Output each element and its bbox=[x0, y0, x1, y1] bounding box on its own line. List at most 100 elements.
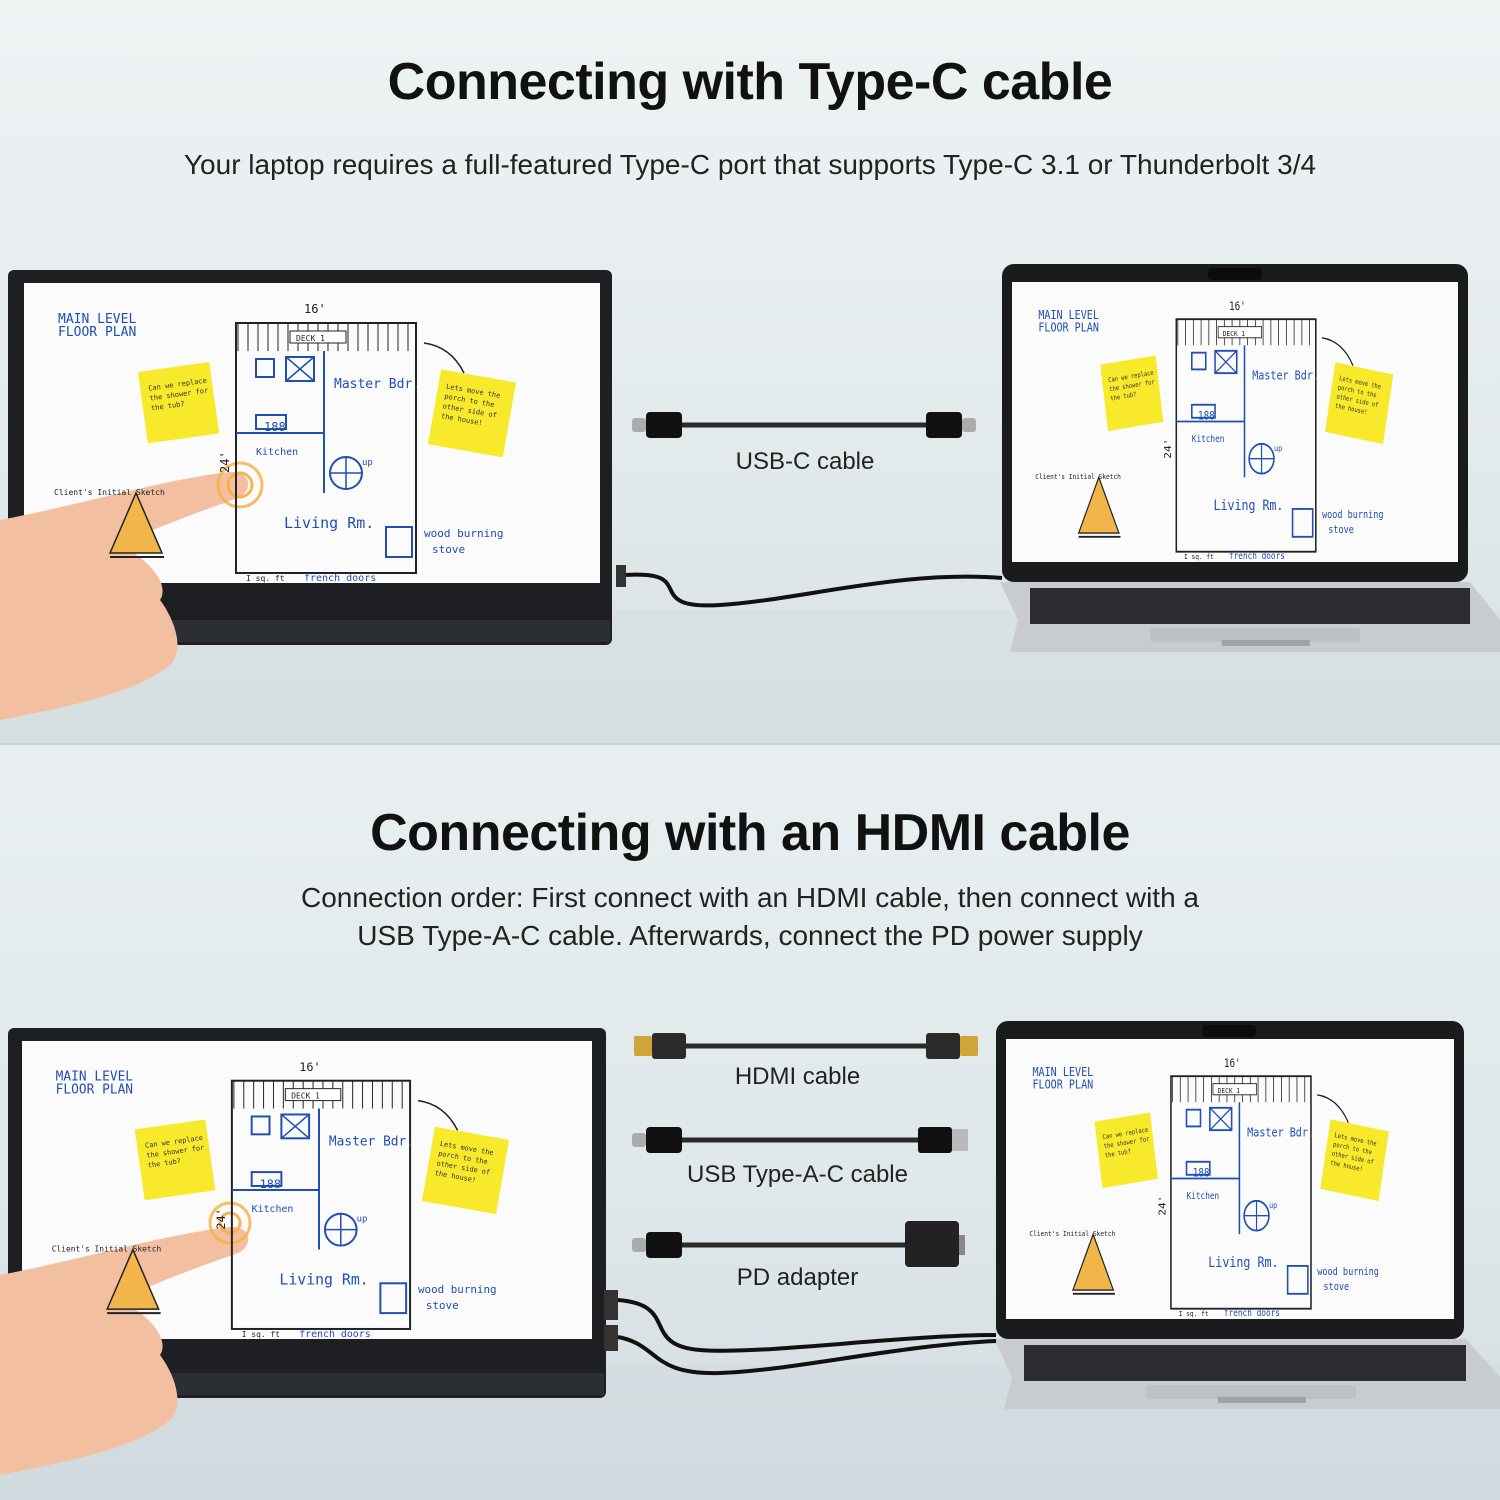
hdmi-cable-label: HDMI cable bbox=[734, 1063, 861, 1090]
a-frame-sketch bbox=[1077, 475, 1121, 538]
hdmi-subtitle-line1: Connection order: First connect with an … bbox=[301, 882, 1199, 913]
plan-kitchen-label: Kitchen bbox=[1186, 1191, 1219, 1202]
plan-room-number: 188 bbox=[264, 420, 286, 434]
sticky-note-1-line: the tub? bbox=[1110, 391, 1137, 403]
plan-area-label: I sq. ft bbox=[246, 574, 285, 583]
plan-doors-label: french doors bbox=[304, 573, 376, 584]
plan-up-label: up bbox=[357, 1215, 368, 1225]
plan-height-label: 24' bbox=[218, 451, 232, 473]
plan-kitchen-label: Kitchen bbox=[1192, 434, 1225, 445]
plan-doors-label: french doors bbox=[1224, 1309, 1280, 1320]
plan-living-label: Living Rm. bbox=[284, 514, 374, 532]
plan-heading-2: FLOOR PLAN bbox=[1038, 320, 1099, 334]
plan-stove-label-2: stove bbox=[1328, 524, 1354, 536]
hdmi-subtitle-line2: USB Type-A-C cable. Afterwards, connect … bbox=[357, 920, 1143, 951]
plan-room-number: 188 bbox=[1193, 1167, 1210, 1180]
sticky-note-1-line: the tub? bbox=[1104, 1148, 1131, 1160]
a-frame-sketch bbox=[1072, 1232, 1115, 1295]
plan-doors-label: french doors bbox=[299, 1329, 370, 1340]
plan-stove-label-1: wood burning bbox=[1317, 1267, 1379, 1279]
plan-living-label: Living Rm. bbox=[1214, 498, 1284, 514]
plan-sketch-label: Client's Initial Sketch bbox=[52, 1245, 162, 1254]
a-frame-sketch bbox=[106, 1247, 161, 1315]
hand-illustration bbox=[0, 461, 264, 720]
hand-illustration-2 bbox=[0, 1201, 252, 1475]
plan-sketch-label: Client's Initial Sketch bbox=[1029, 1230, 1115, 1239]
plan-height-label: 24' bbox=[1163, 439, 1174, 459]
plan-outline bbox=[235, 322, 417, 574]
plan-width-label: 16' bbox=[299, 1060, 320, 1074]
plan-outline bbox=[1170, 1075, 1312, 1310]
laptop-2 bbox=[994, 1021, 1500, 1409]
a-frame-sketch bbox=[108, 491, 164, 558]
plan-sketch-label: Client's Initial Sketch bbox=[1035, 473, 1121, 482]
plan-living-label: Living Rm. bbox=[1208, 1255, 1278, 1271]
plan-sketch-label: Client's Initial Sketch bbox=[54, 488, 165, 497]
section-divider bbox=[0, 743, 1500, 746]
type-c-section: Connecting with Type-C cable Your laptop… bbox=[0, 0, 1500, 745]
plan-width-label: 16' bbox=[1224, 1057, 1241, 1070]
plan-master-label: Master Bdr. bbox=[1247, 1126, 1314, 1140]
plan-master-label: Master Bdr. bbox=[329, 1134, 414, 1149]
plan-outline bbox=[1175, 318, 1317, 553]
plan-heading-1: MAIN LEVEL bbox=[1032, 1065, 1093, 1079]
hdmi-section: Connecting with an HDMI cable Connection… bbox=[0, 745, 1500, 1500]
plan-kitchen-label: Kitchen bbox=[256, 447, 298, 458]
plan-up-label: up bbox=[362, 458, 373, 468]
type-c-subtitle: Your laptop requires a full-featured Typ… bbox=[183, 149, 1317, 180]
plan-width-label: 16' bbox=[1229, 300, 1246, 313]
plan-living-label: Living Rm. bbox=[279, 1270, 368, 1288]
sketch-arrow bbox=[1321, 337, 1354, 367]
plan-heading-2: FLOOR PLAN bbox=[58, 325, 136, 340]
plan-stove-label-2: stove bbox=[426, 1299, 459, 1312]
plan-deck-label: DECK 1 bbox=[1218, 1086, 1240, 1095]
usb-c-cable-label: USB-C cable bbox=[735, 448, 875, 475]
plan-width-label: 16' bbox=[304, 302, 326, 316]
plan-deck-label: DECK 1 bbox=[291, 1092, 320, 1101]
hdmi-cable-icon bbox=[634, 1033, 978, 1059]
plan-stove-label-1: wood burning bbox=[418, 1283, 497, 1296]
plan-area-label: I sq. ft bbox=[1179, 1310, 1209, 1319]
plan-heading-2: FLOOR PLAN bbox=[56, 1083, 133, 1098]
type-c-title: Connecting with Type-C cable bbox=[387, 53, 1113, 111]
sketch-arrow bbox=[423, 342, 465, 374]
sketch-arrow bbox=[1317, 1094, 1349, 1124]
plan-heading-1: MAIN LEVEL bbox=[58, 312, 136, 327]
plan-stove-label-2: stove bbox=[1323, 1281, 1349, 1293]
usb-a-c-cable-label: USB Type-A-C cable bbox=[687, 1161, 908, 1188]
plan-stove-label-1: wood burning bbox=[424, 527, 503, 540]
plan-height-label: 24' bbox=[214, 1208, 228, 1229]
usb-a-c-cable-icon bbox=[632, 1127, 968, 1153]
pd-adapter-icon bbox=[632, 1221, 965, 1267]
plan-room-number: 188 bbox=[260, 1177, 281, 1191]
plan-heading-2: FLOOR PLAN bbox=[1032, 1077, 1093, 1091]
plan-deck-label: DECK 1 bbox=[296, 334, 325, 343]
plan-master-label: Master Bdr. bbox=[1252, 369, 1319, 383]
plan-heading-1: MAIN LEVEL bbox=[1038, 308, 1099, 322]
pd-adapter-label: PD adapter bbox=[736, 1264, 859, 1291]
plan-up-label: up bbox=[1269, 1201, 1278, 1211]
plan-area-label: I sq. ft bbox=[242, 1330, 280, 1339]
plan-deck-label: DECK 1 bbox=[1223, 329, 1245, 338]
plan-up-label: up bbox=[1274, 444, 1283, 454]
plan-area-label: I sq. ft bbox=[1184, 553, 1214, 562]
plan-doors-label: french doors bbox=[1229, 552, 1285, 563]
plan-outline bbox=[230, 1079, 412, 1330]
plan-stove-label-2: stove bbox=[432, 543, 465, 556]
hdmi-title: Connecting with an HDMI cable bbox=[370, 804, 1130, 862]
plan-heading-1: MAIN LEVEL bbox=[56, 1070, 134, 1085]
plan-kitchen-label: Kitchen bbox=[252, 1204, 294, 1215]
